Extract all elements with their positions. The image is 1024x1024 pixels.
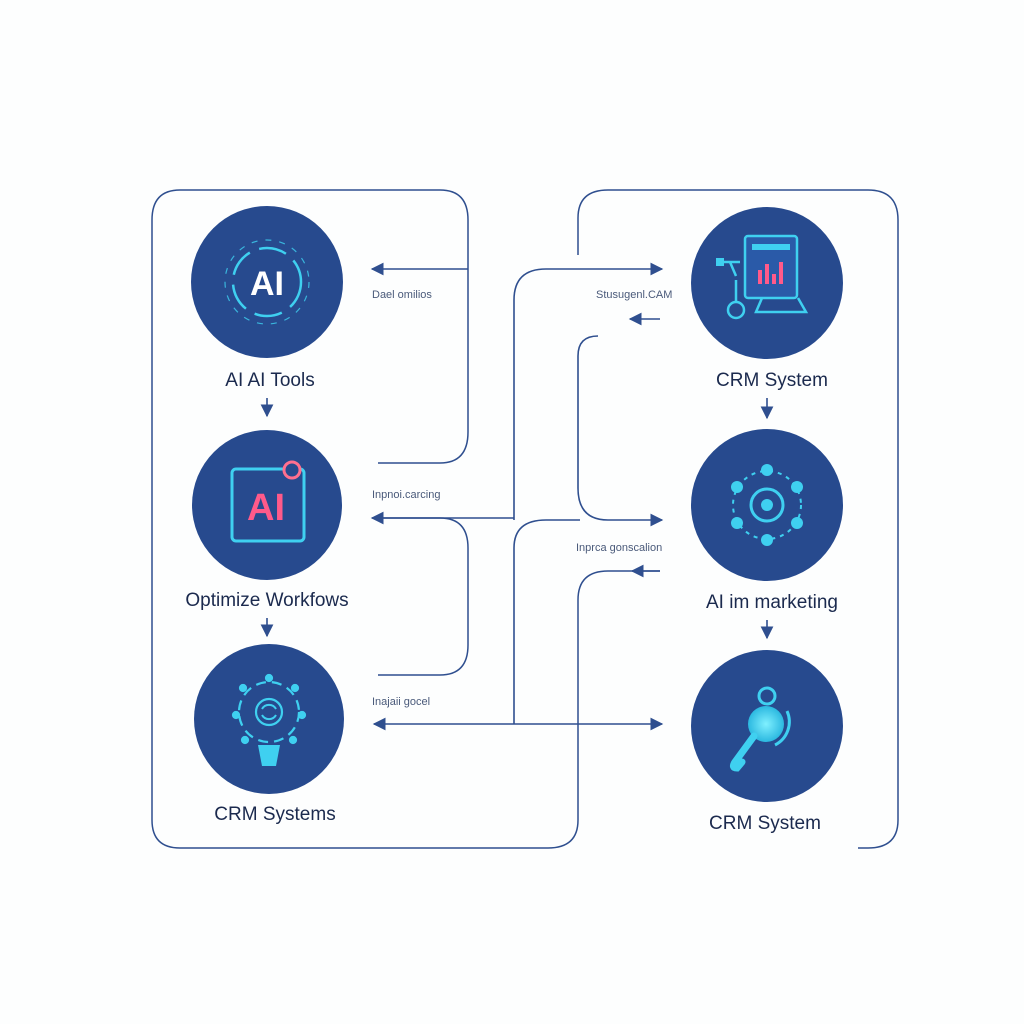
connector-lower <box>513 519 580 724</box>
right-group-frame <box>577 189 899 849</box>
node-crm-system-top: CRM System <box>691 207 843 391</box>
edge-label-bottom-left: Inajaii gocel <box>372 696 430 708</box>
node-crm-systems-left: CRM Systems <box>194 644 344 825</box>
edge-label-top-right: Stusugenl.CAM <box>596 289 672 301</box>
search-key-icon <box>729 686 791 772</box>
node-label: CRM System <box>716 370 828 391</box>
network-hub-icon <box>731 464 803 546</box>
node-circle <box>191 206 343 358</box>
node-label: CRM System <box>709 813 821 834</box>
ai-badge-text: AI <box>250 265 284 303</box>
left-group-frame <box>151 189 660 849</box>
ai-chip-text: AI <box>247 487 285 529</box>
node-ai-marketing: AI im marketing <box>691 429 843 613</box>
node-label: CRM Systems <box>214 804 335 825</box>
connector-top-right <box>513 262 664 520</box>
node-label: AI im marketing <box>706 592 838 613</box>
node-crm-system-bottom: CRM System <box>691 650 843 834</box>
edge-label-mid-right: Inprca gonscalion <box>576 542 662 554</box>
lightbulb-network-icon <box>231 673 307 766</box>
node-optimize-workflows: AI Optimize Workfows <box>185 430 349 611</box>
node-circle <box>192 430 342 580</box>
node-label: Optimize Workfows <box>185 590 348 611</box>
node-ai-tools: AI AI AI Tools <box>191 206 343 391</box>
connector-top-right-curve <box>577 335 599 357</box>
node-label: AI AI Tools <box>225 370 314 391</box>
connector-mid-right <box>577 356 664 527</box>
edge-label-top-left: Dael omilios <box>372 289 432 301</box>
ai-chip-icon: AI <box>230 460 306 543</box>
dashboard-monitor-icon <box>716 234 809 320</box>
ai-badge-icon: AI <box>224 239 310 325</box>
edge-label-mid-left: Inpnoi.carcing <box>372 489 441 501</box>
